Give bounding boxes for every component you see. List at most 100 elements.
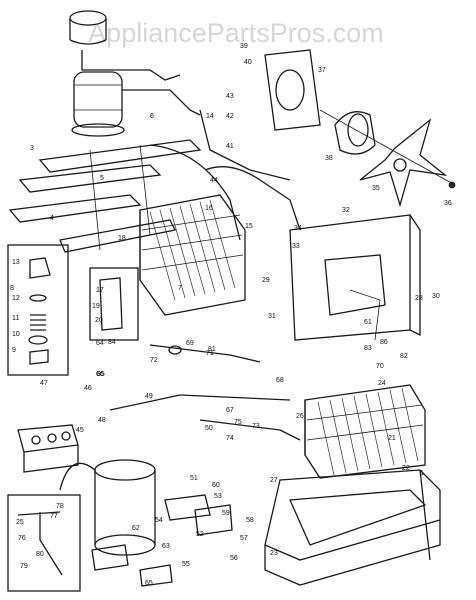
part-label: 9 [12,347,16,354]
part-label: 17 [96,287,104,294]
part-label: 23 [270,550,278,557]
tubing [149,109,301,241]
part-label: 13 [12,259,20,266]
part-label: 53 [214,493,222,500]
cabinet-frame [264,469,441,586]
part-label: 34 [294,225,302,232]
control-linkage [109,344,301,441]
part-label: 39 [240,43,248,50]
condenser-coil [139,194,246,316]
part-label: 58 [246,517,254,524]
part-label: 76 [18,535,26,542]
part-label: 32 [342,207,350,214]
part-label: 47 [40,380,48,387]
part-label: 12 [12,295,20,302]
part-label: 3 [30,145,34,152]
part-label: 20 [95,317,103,324]
part-label: 82 [400,353,408,360]
part-label: 41 [226,143,234,150]
part-label: 16 [205,205,213,212]
part-label: 50 [205,425,213,432]
part-number-labels: 1 3 4 5 6 7 8 9 10 11 12 13 14 15 16 17 … [10,43,452,587]
part-label: 7 [178,285,182,292]
part-label: 10 [12,331,20,338]
part-label: 29 [262,277,270,284]
part-label: 72 [150,357,158,364]
accumulator-tank [59,459,156,556]
watermark-text: AppliancePartsPros.com [88,18,384,48]
part-label: 85 [97,371,105,378]
part-label: 79 [20,563,28,570]
part-label: 66 [96,371,104,378]
part-label: 27 [270,477,278,484]
part-label: 55 [182,561,190,568]
part-label: 78 [56,503,64,510]
part-label: 56 [230,555,238,562]
compressor-assembly [69,10,201,137]
switch-components [91,494,233,587]
part-label: 86 [380,339,388,346]
part-label: 68 [276,377,284,384]
part-label: 73 [252,423,260,430]
part-label: 80 [36,551,44,558]
base-rails [8,139,202,253]
part-label: 24 [378,380,386,387]
part-label: 8 [10,285,14,292]
part-label: 33 [292,243,300,250]
part-label: 84 [108,339,116,346]
part-label: 61 [364,319,372,326]
part-label: 11 [12,315,19,322]
part-label: 44 [210,177,218,184]
part-label: 69 [186,340,194,347]
part-label: 46 [84,385,92,392]
part-label: 49 [145,393,153,400]
part-label: 4 [50,215,54,222]
part-label: 38 [325,155,333,162]
part-label: 5 [100,175,104,182]
detail-box-bracket-bottom [7,494,81,592]
part-label: 25 [16,519,24,526]
part-label: 43 [226,93,234,100]
part-label: 36 [444,200,452,207]
part-label: 54 [155,517,163,524]
part-label: 37 [318,67,326,74]
part-label: 35 [372,185,380,192]
part-label: 18 [118,235,126,242]
part-label: 30 [432,293,440,300]
part-label: 14 [206,113,214,120]
detail-box-relay [7,244,69,376]
part-label: 31 [268,313,276,320]
part-label: 21 [388,435,396,442]
part-label: 52 [196,531,204,538]
part-label: 51 [190,475,198,482]
part-label: 6 [150,113,154,120]
part-label: 28 [415,295,423,302]
part-label: 74 [226,435,234,442]
part-label: 62 [132,525,140,532]
control-block [17,424,79,473]
part-label: 77 [50,513,58,520]
part-label: 70 [376,363,384,370]
part-label: 19 [92,303,100,310]
fan-motor-assembly [264,49,456,208]
part-label: 26 [296,413,304,420]
part-label: 81 [208,346,216,353]
part-label: 60 [212,482,220,489]
part-label: 48 [98,417,106,424]
part-label: 71 [206,350,214,357]
part-label: 1 [420,470,424,477]
part-label: 64 [96,340,104,347]
part-label: 15 [245,223,253,230]
part-label: 65 [145,580,153,587]
part-label: 67 [226,407,234,414]
fan-shroud [289,214,421,341]
detail-box-bracket [89,267,139,341]
part-label: 22 [402,465,410,472]
part-label: 42 [226,113,234,120]
evaporator-coil [304,384,426,479]
part-label: 59 [222,510,230,517]
part-label: 75 [234,419,242,426]
part-label: 63 [162,543,170,550]
part-label: 40 [244,59,252,66]
